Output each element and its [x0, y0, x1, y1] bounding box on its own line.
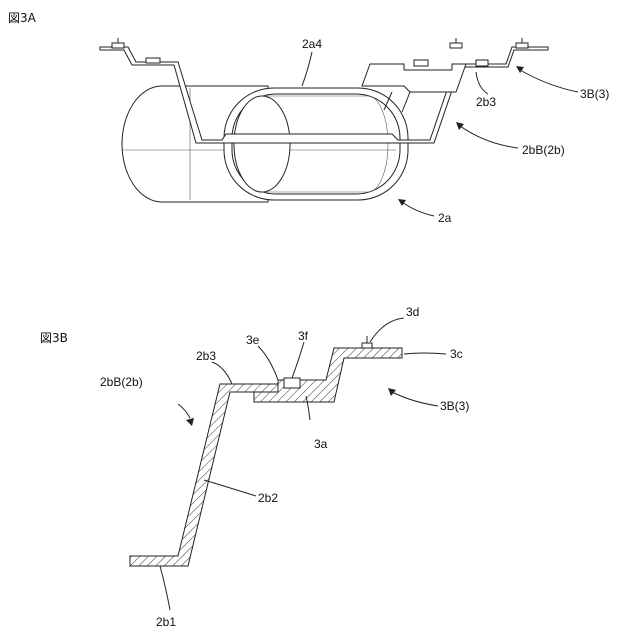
label-2a: 2a	[438, 211, 452, 225]
figure-3a-title: 図3A	[8, 11, 37, 25]
label-3B-a: 3B(3)	[580, 87, 609, 101]
bracket-section	[130, 384, 278, 566]
figure-3b-drawing	[130, 318, 446, 610]
boss-3f	[284, 378, 300, 388]
label-3B-b: 3B(3)	[440, 399, 469, 413]
label-2b3-a: 2b3	[476, 95, 496, 109]
label-2a4: 2a4	[302, 37, 322, 51]
label-2bB-a: 2bB(2b)	[522, 143, 565, 157]
label-3e: 3e	[246, 333, 260, 347]
label-2b1: 2b1	[156, 615, 176, 629]
label-2b3-b: 2b3	[196, 349, 216, 363]
label-3a: 3a	[314, 437, 328, 451]
label-3d: 3d	[406, 305, 419, 319]
label-3f: 3f	[298, 329, 309, 343]
figure-3a-drawing	[100, 38, 578, 216]
figure-3b-title: 図3B	[40, 331, 68, 345]
label-3c: 3c	[450, 347, 463, 361]
duct-front-opening	[224, 88, 408, 200]
label-2b2: 2b2	[258, 491, 278, 505]
label-2bB-b: 2bB(2b)	[100, 375, 143, 389]
